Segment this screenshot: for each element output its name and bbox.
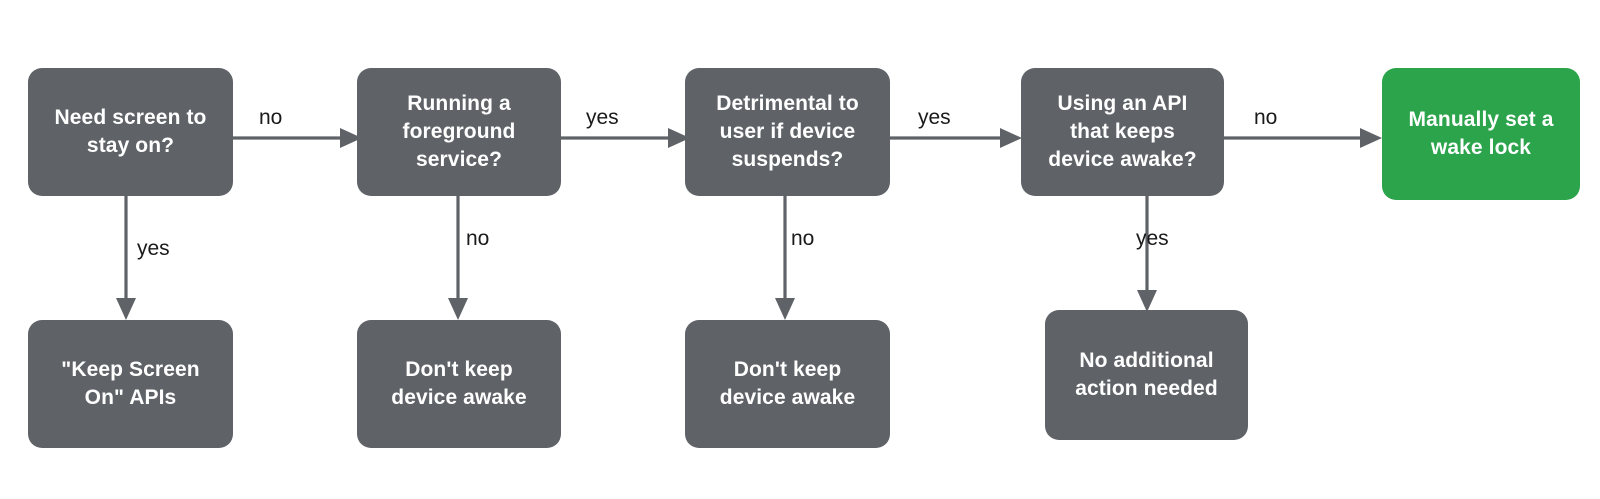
edge-q3-q4 bbox=[890, 128, 1022, 148]
node-label: Don't keep device awake bbox=[391, 358, 527, 409]
node-no-additional-action-needed[interactable]: No additional action needed bbox=[1045, 310, 1248, 440]
node-label: "Keep Screen On" APIs bbox=[61, 358, 200, 409]
edge-label-q4-r4: yes bbox=[1136, 227, 1169, 250]
edge-label-q2-r2: no bbox=[466, 227, 490, 250]
node-need-screen-to-stay-on[interactable]: Need screen to stay on? bbox=[28, 68, 233, 196]
edge-q1-r1 bbox=[116, 196, 136, 320]
node-label: Don't keep device awake bbox=[719, 358, 856, 409]
node-running-a-foreground-service[interactable]: Running a foreground service? bbox=[357, 68, 561, 196]
node-label: Manually set a wake lock bbox=[1408, 108, 1554, 159]
node-label: Using an API that keeps device awake? bbox=[1048, 92, 1197, 171]
edge-label-q3-r3: no bbox=[791, 227, 815, 250]
node-label: No additional action needed bbox=[1075, 349, 1218, 400]
edge-q3-r3 bbox=[775, 196, 795, 320]
node-label: Detrimental to user if device suspends? bbox=[716, 92, 859, 171]
edge-q1-q2 bbox=[233, 128, 362, 148]
node-manually-set-a-wake-lock[interactable]: Manually set a wake lock bbox=[1382, 68, 1580, 200]
edge-label-q1-r1: yes bbox=[137, 237, 170, 260]
edge-label-q2-q3: yes bbox=[586, 106, 619, 129]
node-keep-screen-on-apis[interactable]: "Keep Screen On" APIs bbox=[28, 320, 233, 448]
node-using-an-api-that-keeps-device-awake[interactable]: Using an API that keeps device awake? bbox=[1021, 68, 1224, 196]
edge-q2-q3 bbox=[561, 128, 690, 148]
edge-q4-r4 bbox=[1137, 196, 1157, 312]
node-detrimental-to-user-if-device-suspends[interactable]: Detrimental to user if device suspends? bbox=[685, 68, 890, 196]
node-label: Running a foreground service? bbox=[402, 92, 516, 171]
edge-label-q3-q4: yes bbox=[918, 106, 951, 129]
edge-label-q4-r5: no bbox=[1254, 106, 1278, 129]
edge-label-q1-q2: no bbox=[259, 106, 283, 129]
node-dont-keep-device-awake-2[interactable]: Don't keep device awake bbox=[685, 320, 890, 448]
edge-q2-r2 bbox=[448, 196, 468, 320]
node-label: Need screen to stay on? bbox=[54, 106, 207, 157]
edge-q4-r5 bbox=[1224, 128, 1382, 148]
node-dont-keep-device-awake-1[interactable]: Don't keep device awake bbox=[357, 320, 561, 448]
